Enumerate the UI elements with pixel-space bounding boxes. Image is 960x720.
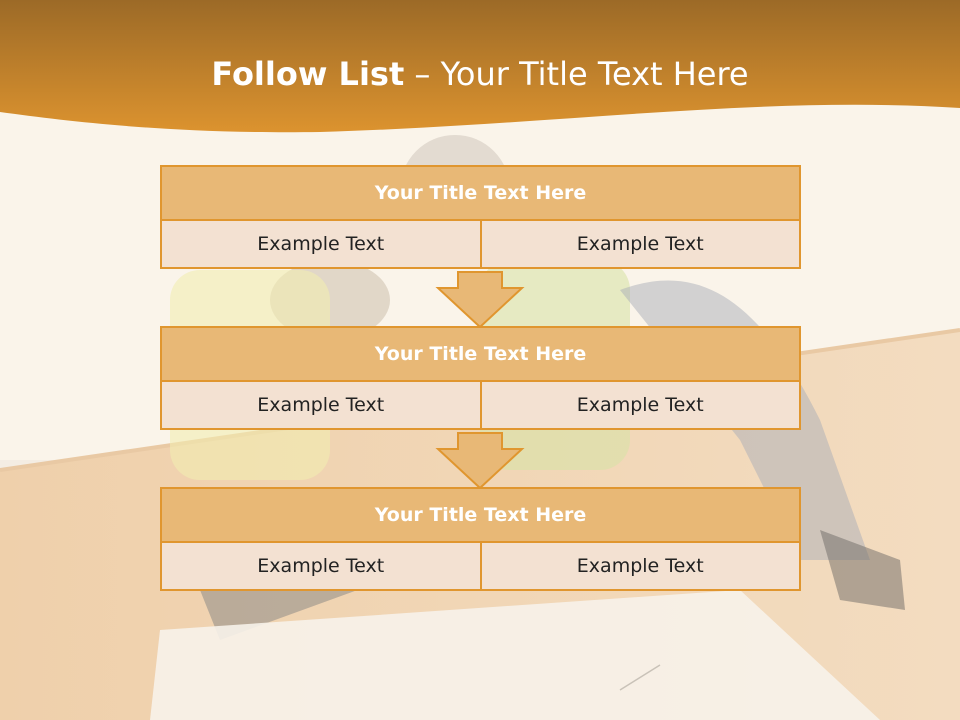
flow-step-3-title: Your Title Text Here [160, 487, 801, 543]
flow-step-2-cell-left: Example Text [160, 380, 482, 430]
slide-title: Follow List – Your Title Text Here [0, 55, 960, 93]
flow-step-3: Your Title Text Here Example Text Exampl… [160, 487, 801, 591]
flow-step-1: Your Title Text Here Example Text Exampl… [160, 165, 801, 269]
flow-step-2: Your Title Text Here Example Text Exampl… [160, 326, 801, 430]
flow-step-1-title: Your Title Text Here [160, 165, 801, 221]
flow-step-3-cell-left: Example Text [160, 541, 482, 591]
flow-step-2-title: Your Title Text Here [160, 326, 801, 382]
flow-step-1-cell-left: Example Text [160, 219, 482, 269]
slide-title-bold: Follow List [211, 55, 405, 93]
flow-step-1-cell-right: Example Text [479, 219, 801, 269]
flow-step-3-cell-right: Example Text [479, 541, 801, 591]
slide-title-rest: – Your Title Text Here [414, 55, 749, 93]
flow-step-2-cell-right: Example Text [479, 380, 801, 430]
